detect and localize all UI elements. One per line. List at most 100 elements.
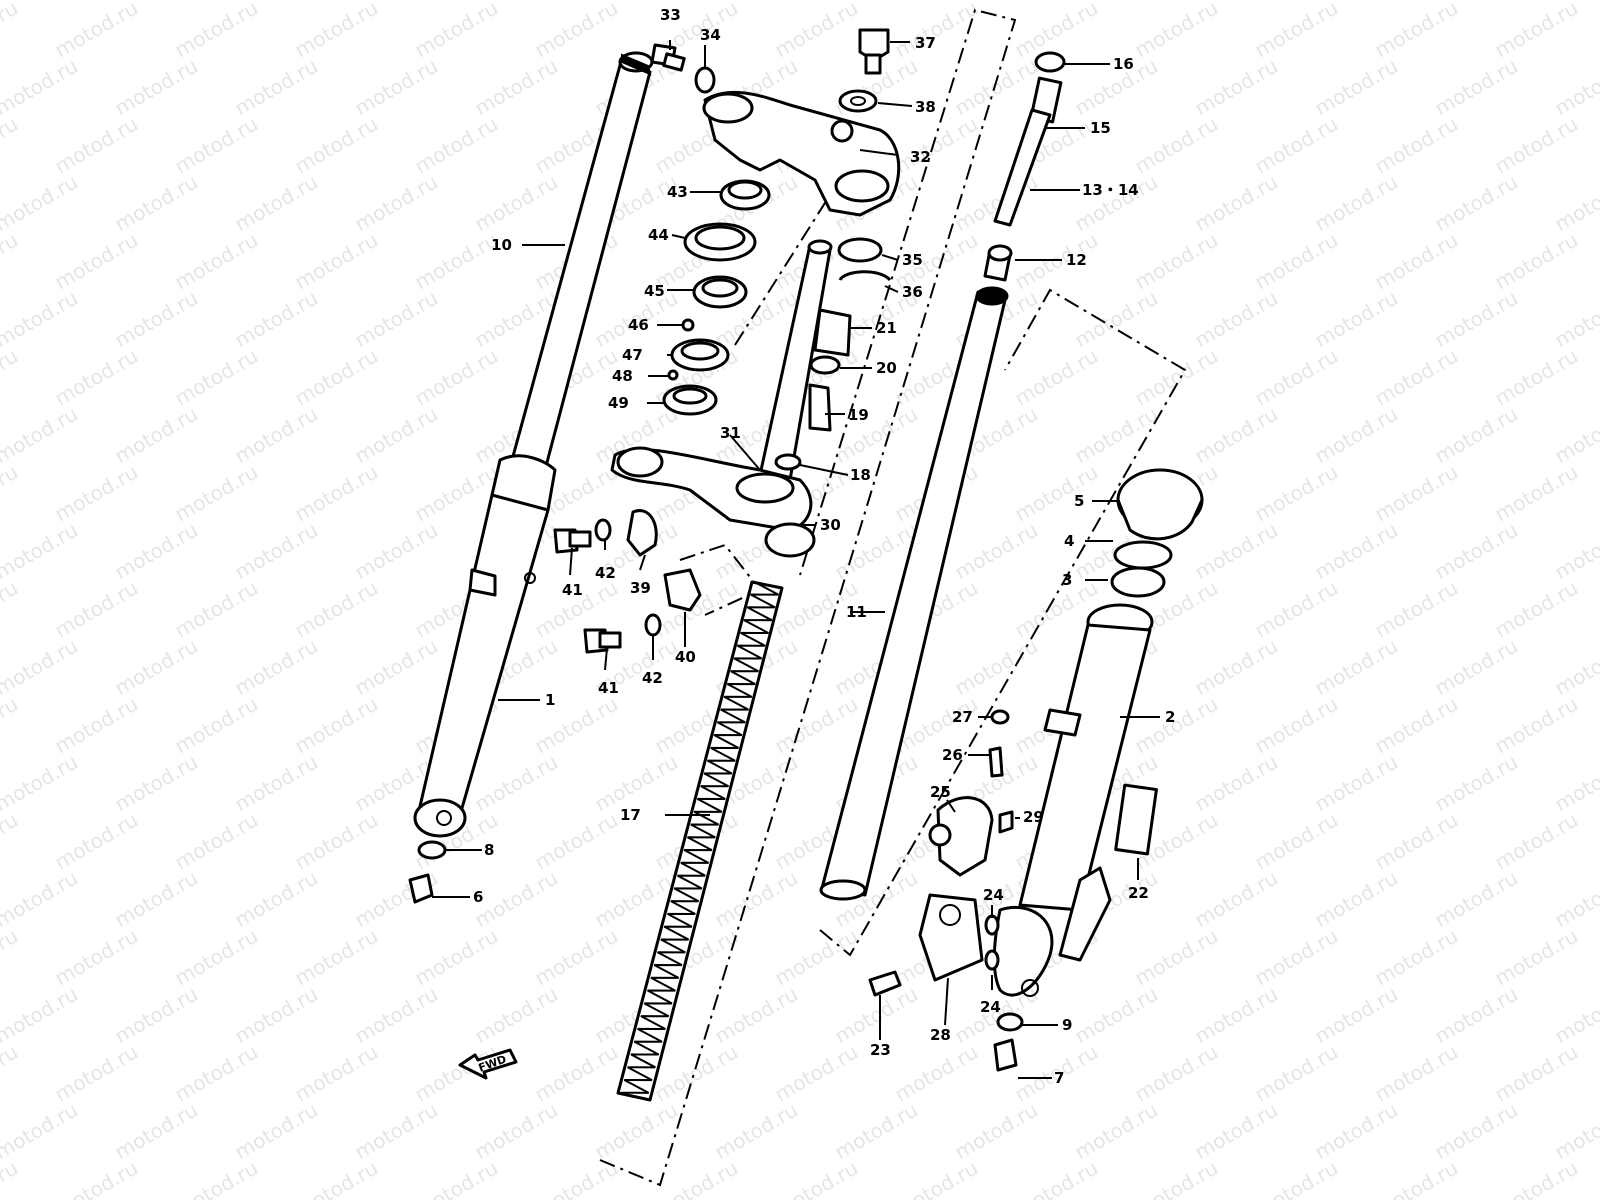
watermark-text: motod.ru [1371,924,1462,991]
part-label-31: 31 [720,424,741,442]
watermark-text: motod.ru [1251,808,1342,875]
watermark-text: motod.ru [531,1040,622,1107]
watermark-text: motod.ru [1491,228,1582,295]
part-label-23: 23 [870,1041,891,1059]
watermark-text: motod.ru [0,692,22,759]
watermark-text: motod.ru [1311,402,1402,469]
part-label-34: 34 [700,26,721,44]
watermark-text: motod.ru [171,692,262,759]
watermark-text: motod.ru [1251,112,1342,179]
watermark-text: motod.ru [51,808,142,875]
watermark-text: motod.ru [1371,1040,1462,1107]
watermark-text: motod.ru [51,460,142,527]
part-label-4: 4 [1064,532,1074,550]
watermark-text: motod.ru [1431,982,1522,1049]
watermark-text: motod.ru [1551,402,1600,469]
watermark-text: motod.ru [51,1156,142,1200]
watermark-text: motod.ru [1191,866,1282,933]
watermark-text: motod.ru [51,692,142,759]
watermark-text: motod.ru [231,634,322,701]
watermark-text: motod.ru [351,982,442,1049]
watermark-text: motod.ru [951,170,1042,237]
part-label-11: 11 [846,603,867,621]
watermark-text: motod.ru [171,576,262,643]
watermark-text: motod.ru [1131,228,1222,295]
watermark-text: motod.ru [1191,402,1282,469]
part-label-41a: 41 [562,581,583,599]
watermark-text: motod.ru [891,112,982,179]
watermark-text: motod.ru [1551,866,1600,933]
part-label-39: 39 [630,579,651,597]
part-label-40: 40 [675,648,696,666]
watermark-text: motod.ru [1191,286,1282,353]
watermark-text: motod.ru [171,924,262,991]
watermark-text: motod.ru [1431,634,1522,701]
watermark-text: motod.ru [1431,866,1522,933]
part-label-38: 38 [915,98,936,116]
watermark-text: motod.ru [1251,576,1342,643]
fork-tube-right [819,286,1009,901]
watermark-text: motod.ru [1251,0,1342,62]
watermark-text: motod.ru [1011,460,1102,527]
watermark-text: motod.ru [171,112,262,179]
watermark-text: motod.ru [1191,518,1282,585]
fork-spring [616,580,784,1102]
watermark-text: motod.ru [1371,112,1462,179]
watermark-text: motod.ru [1491,924,1582,991]
watermark-text: motod.ru [1191,1098,1282,1165]
watermark-text: motod.ru [471,1098,562,1165]
watermark-text: motod.ru [1311,1098,1402,1165]
watermark-text: motod.ru [0,402,82,469]
watermark-text: motod.ru [0,0,22,62]
watermark-text: motod.ru [1311,634,1402,701]
watermark-text: motod.ru [111,866,202,933]
watermark-text: motod.ru [471,750,562,817]
watermark-text: motod.ru [531,1156,622,1200]
watermark-text: motod.ru [771,1156,862,1200]
watermark-text: motod.ru [831,1098,922,1165]
part-label-3: 3 [1062,571,1072,589]
watermark-text: motod.ru [351,402,442,469]
watermark-text: motod.ru [1251,924,1342,991]
watermark-text: motod.ru [1491,808,1582,875]
watermark-text: motod.ru [1251,344,1342,411]
part-label-22: 22 [1128,884,1149,902]
watermark-text: motod.ru [1131,1040,1222,1107]
watermark-text: motod.ru [0,460,22,527]
watermark-text: motod.ru [291,692,382,759]
watermark-text: motod.ru [231,750,322,817]
watermark-text: motod.ru [231,982,322,1049]
outer-tube-left [413,454,557,838]
watermark-text: motod.ru [1431,286,1522,353]
watermark-text: motod.ru [771,924,862,991]
watermark-text: motod.ru [0,576,22,643]
part-label-32: 32 [910,148,931,166]
watermark-text: motod.ru [1371,0,1462,62]
watermark-text: motod.ru [51,344,142,411]
watermark-text: motod.ru [1491,692,1582,759]
watermark-text: motod.ru [531,808,622,875]
part-label-24b: 24 [980,998,1001,1016]
watermark-text: motod.ru [0,54,82,121]
part-label-42b: 42 [642,669,663,687]
watermark-text: motod.ru [1251,460,1342,527]
watermark-text: motod.ru [1551,750,1600,817]
watermark-text: motod.ru [1431,402,1522,469]
watermark-text: motod.ru [1311,170,1402,237]
watermark-text: motod.ru [1011,228,1102,295]
watermark-text: motod.ru [291,1156,382,1200]
watermark-text: motod.ru [231,170,322,237]
watermark-text: motod.ru [351,1098,442,1165]
watermark-text: motod.ru [231,1098,322,1165]
watermark-text: motod.ru [0,286,82,353]
watermark-text: motod.ru [0,228,22,295]
watermark-text: motod.ru [1371,1156,1462,1200]
top-bracket [702,90,901,217]
watermark-text: motod.ru [711,1098,802,1165]
watermark-text: motod.ru [0,1098,82,1165]
part-label-29: 29 [1023,808,1044,826]
part-label-5: 5 [1074,492,1084,510]
watermark-text: motod.ru [291,460,382,527]
part-label-25: 25 [930,783,951,801]
watermark-text: motod.ru [1071,982,1162,1049]
